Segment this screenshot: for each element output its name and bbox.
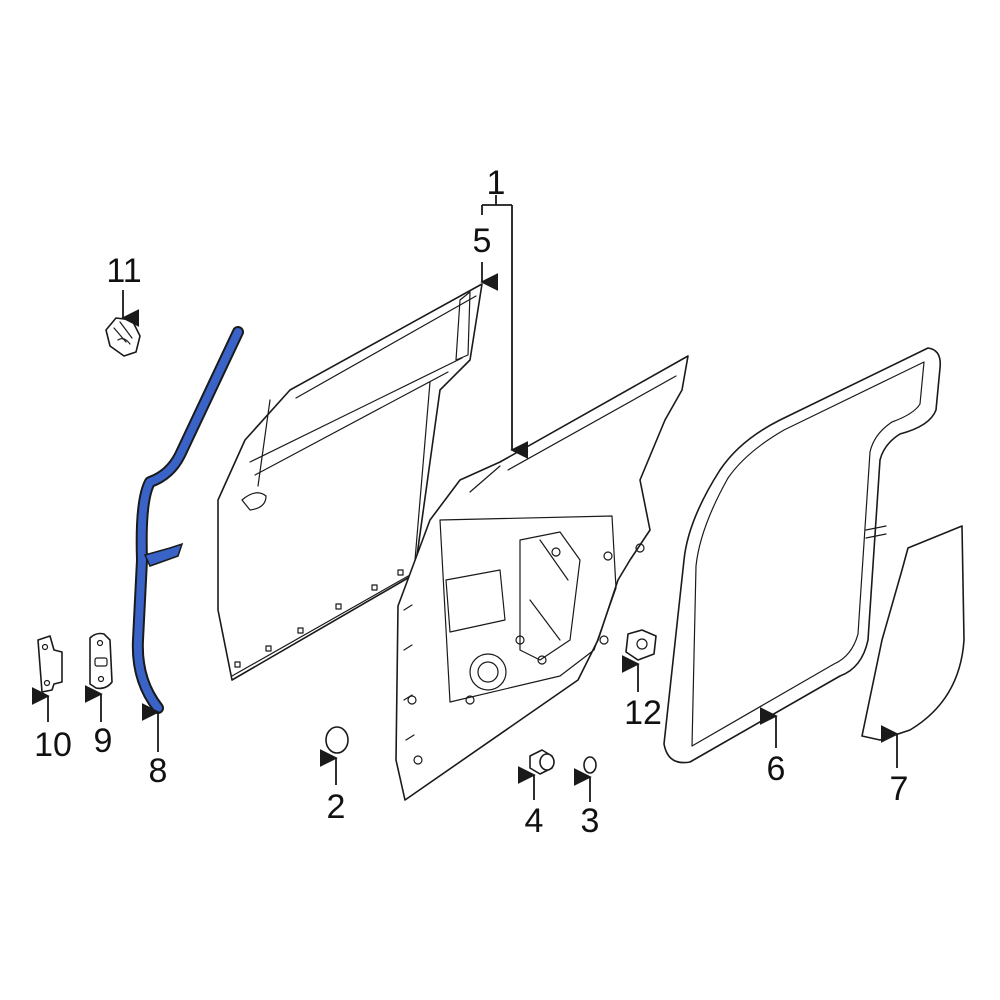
- callout-10[interactable]: 10: [34, 726, 72, 764]
- part-6-door-seal[interactable]: [663, 347, 942, 764]
- part-5-outer-panel[interactable]: [217, 283, 483, 681]
- callout-labels: 1 5 11 10 9 8 2 4 3 12 6 7: [34, 164, 908, 840]
- callout-9[interactable]: 9: [94, 722, 113, 760]
- callout-4[interactable]: 4: [525, 802, 544, 840]
- callout-7[interactable]: 7: [890, 770, 909, 808]
- inner-shell-bolts: [407, 543, 645, 765]
- callout-1[interactable]: 1: [487, 164, 506, 202]
- outer-panel-holes: [234, 569, 404, 668]
- callout-11[interactable]: 11: [106, 252, 141, 290]
- part-3-grommet[interactable]: [583, 756, 597, 774]
- part-1-inner-door-shell[interactable]: [395, 355, 689, 801]
- part-11-clip[interactable]: [105, 317, 141, 357]
- callout-6[interactable]: 6: [767, 750, 786, 788]
- callout-5[interactable]: 5: [473, 222, 492, 260]
- callout-8[interactable]: 8: [149, 752, 168, 790]
- leader-lines: [31, 195, 899, 802]
- part-4-bumper[interactable]: [529, 749, 555, 775]
- callout-2[interactable]: 2: [327, 788, 346, 826]
- callout-3[interactable]: 3: [581, 802, 600, 840]
- part-2-plug[interactable]: [325, 726, 349, 754]
- callout-12[interactable]: 12: [624, 694, 662, 732]
- part-8-channel-highlighted[interactable]: [131, 326, 244, 714]
- part-12-bracket[interactable]: [625, 629, 657, 661]
- part-10-bracket[interactable]: [37, 635, 63, 693]
- part-9-striker[interactable]: [89, 632, 113, 690]
- part-7-panel[interactable]: [861, 525, 965, 741]
